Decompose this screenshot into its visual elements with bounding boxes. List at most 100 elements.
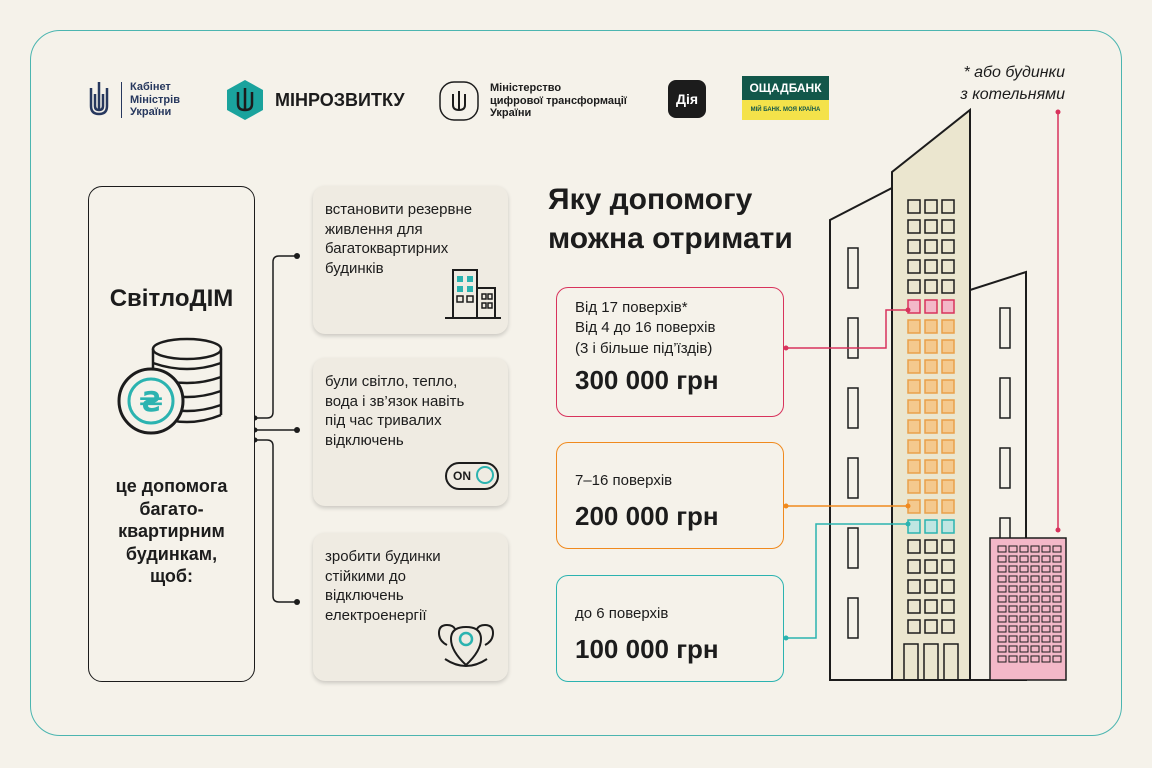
- tower-window: [924, 319, 938, 334]
- boiler-window: [1052, 595, 1062, 603]
- task-line: живлення для: [325, 220, 423, 238]
- task-card: зробити будинки стійкими до відключень е…: [313, 533, 508, 681]
- program-subtitle-line: щоб:: [149, 566, 194, 586]
- boiler-window: [1030, 565, 1040, 573]
- diia-logo: Дія: [668, 80, 706, 118]
- program-subtitle-line: багато-: [139, 498, 204, 519]
- tower-window: [907, 559, 921, 574]
- tower-window: [941, 299, 955, 314]
- tower-window: [941, 379, 955, 394]
- boiler-window: [1030, 635, 1040, 643]
- boiler-window: [997, 575, 1007, 583]
- boiler-window: [1008, 605, 1018, 613]
- cabinet-line-1: Кабінет: [130, 81, 171, 94]
- boiler-window: [1019, 555, 1029, 563]
- boiler-window: [1041, 555, 1051, 563]
- boiler-window: [1019, 615, 1029, 623]
- tower-window: [941, 239, 955, 254]
- tower-window: [924, 279, 938, 294]
- boiler-window: [1041, 605, 1051, 613]
- boiler-window: [1030, 605, 1040, 613]
- boiler-window: [1019, 595, 1029, 603]
- task-line: багатоквартирних: [325, 240, 449, 257]
- tower-window: [924, 259, 938, 274]
- boiler-window: [1052, 645, 1062, 653]
- boiler-window: [997, 585, 1007, 593]
- boiler-window: [997, 625, 1007, 633]
- boiler-note: * або будинки з котельнями: [945, 62, 1065, 105]
- trident-icon: [89, 82, 109, 116]
- tower-window: [941, 439, 955, 454]
- boiler-window: [1030, 585, 1040, 593]
- task-line: зробити будинки: [325, 548, 441, 565]
- amount-condition: Від 17 поверхів*: [575, 299, 688, 316]
- oschadbank-name: ОЩАДБАНК: [742, 76, 829, 100]
- tower-window: [924, 219, 938, 234]
- tower-window: [941, 259, 955, 274]
- task-text: зробити будинки стійкими до відключень е…: [325, 547, 495, 625]
- boiler-window: [1041, 625, 1051, 633]
- tower-window: [941, 499, 955, 514]
- tower-window: [907, 479, 921, 494]
- tower-window: [907, 219, 921, 234]
- tower-window: [924, 399, 938, 414]
- boiler-window: [1030, 555, 1040, 563]
- tower-window: [924, 519, 938, 534]
- toggle-label: ON: [453, 469, 471, 483]
- tower-window: [941, 599, 955, 614]
- boiler-window: [1052, 565, 1062, 573]
- boiler-window: [1019, 625, 1029, 633]
- tower-window: [907, 539, 921, 554]
- boiler-window: [997, 635, 1007, 643]
- building-icon: [445, 269, 501, 319]
- tower-window: [907, 359, 921, 374]
- boiler-window: [1019, 655, 1029, 663]
- task-line: електроенергії: [325, 606, 427, 624]
- program-title: СвітлоДІМ: [109, 285, 234, 312]
- task-line: встановити резервне: [325, 201, 473, 218]
- amount-condition: 7–16 поверхів: [575, 472, 673, 489]
- buildings-illustration: [783, 107, 1067, 681]
- boiler-window: [1019, 635, 1029, 643]
- boiler-window: [1030, 595, 1040, 603]
- boiler-window: [1030, 625, 1040, 633]
- boiler-window: [997, 645, 1007, 653]
- tower-window: [941, 219, 955, 234]
- boiler-window: [997, 555, 1007, 563]
- boiler-window: [1052, 545, 1062, 553]
- boiler-window: [1008, 625, 1018, 633]
- tower-window: [924, 379, 938, 394]
- boiler-window: [1019, 605, 1029, 613]
- amount-card-200k: 7–16 поверхів 200 000 грн: [556, 442, 784, 549]
- cabinet-logo: Кабінет Міністрів України: [85, 80, 180, 120]
- map-pin-icon: [437, 623, 495, 667]
- task-line: під час тривалих: [325, 412, 442, 429]
- help-heading-line: можна отримати: [548, 222, 793, 255]
- boiler-window: [1019, 565, 1029, 573]
- tower-window: [924, 339, 938, 354]
- tower-window: [924, 199, 938, 214]
- boiler-window: [997, 565, 1007, 573]
- oschadbank-logo: ОЩАДБАНК МІЙ БАНК. МОЯ КРАЇНА: [742, 76, 829, 120]
- boiler-window: [1008, 555, 1018, 563]
- boiler-window: [1008, 575, 1018, 583]
- boiler-window: [1052, 605, 1062, 613]
- tower-window: [907, 419, 921, 434]
- amount-sum: 300 000 грн: [575, 364, 719, 395]
- tower-window: [907, 599, 921, 614]
- boiler-window: [1052, 655, 1062, 663]
- program-subtitle-line: квартирним: [118, 521, 225, 541]
- mintsyfra-line-2: цифрової трансформації: [490, 94, 627, 107]
- task-line: були світло, тепло,: [325, 373, 458, 390]
- program-card: СвітлоДІМ ₴ це допомога багато- квартирн…: [88, 186, 255, 682]
- tower-window: [941, 279, 955, 294]
- boiler-window: [1041, 545, 1051, 553]
- program-subtitle: це допомога багато- квартирним будинкам,…: [89, 475, 254, 588]
- toggle-on-icon: ON: [445, 462, 499, 490]
- trident-circle-icon: [439, 81, 479, 121]
- boiler-window: [1041, 585, 1051, 593]
- boiler-window: [1052, 575, 1062, 583]
- boiler-window: [1041, 575, 1051, 583]
- boiler-window: [1052, 585, 1062, 593]
- tower-window: [941, 419, 955, 434]
